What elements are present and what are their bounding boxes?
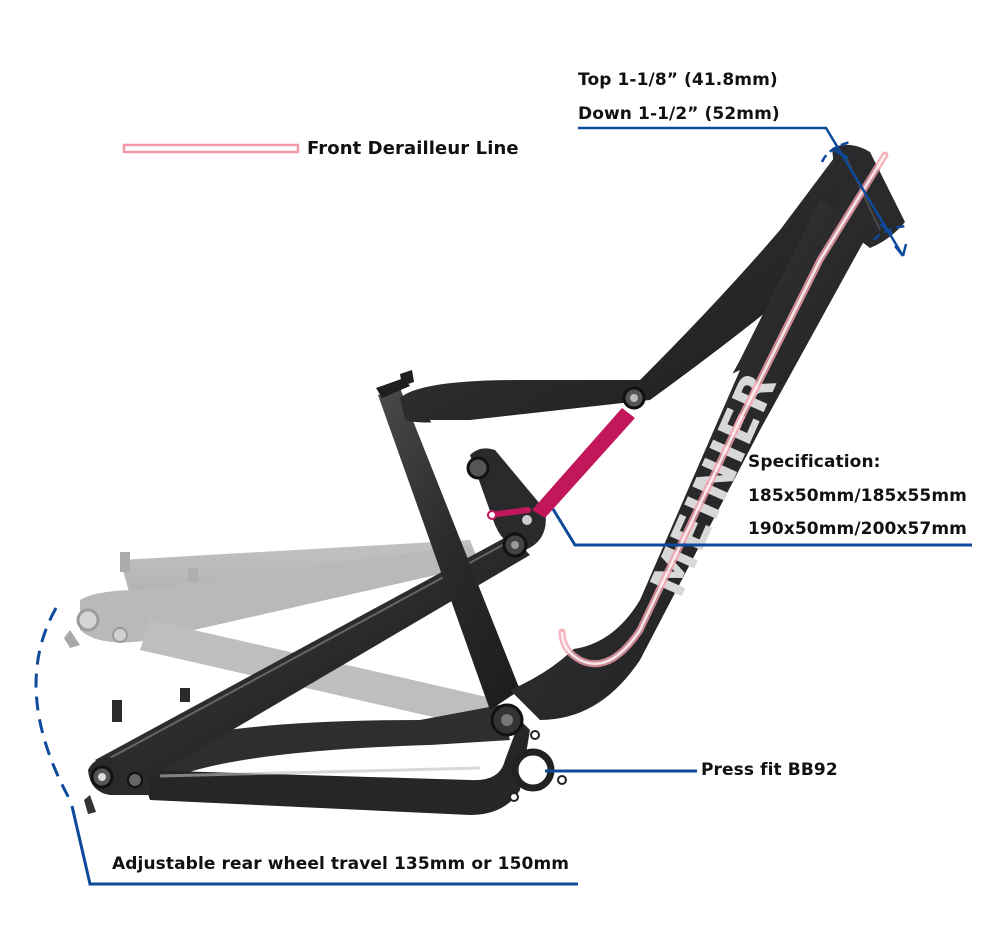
headtube-callout-line (578, 126, 908, 257)
bottom-bracket-label: Press fit BB92 (701, 760, 838, 780)
headtube-spec-down: Down 1-1/2” (52mm) (578, 104, 780, 124)
shock-callout-line (551, 508, 972, 547)
rocker-link (466, 386, 646, 558)
rear-travel-arc (34, 607, 578, 886)
shock-spec-line1: 185x50mm/185x55mm (748, 486, 967, 506)
derailleur-legend-swatch (122, 143, 300, 154)
rear-dropout (84, 757, 150, 814)
shock-spec-line2: 190x50mm/200x57mm (748, 519, 967, 539)
rear-shock (487, 408, 635, 520)
headtube-spec-top: Top 1-1/8” (41.8mm) (578, 70, 778, 90)
bottom-bracket (490, 703, 567, 802)
front-triangle-opening (540, 370, 740, 650)
front-derailleur-line (558, 151, 889, 668)
rear-travel-label: Adjustable rear wheel travel 135mm or 15… (112, 854, 570, 874)
chainstay (100, 705, 530, 815)
front-derailleur-legend-label: Front Derailleur Line (307, 138, 519, 159)
ghost-rear-triangle (64, 540, 500, 730)
shock-spec-title: Specification: (748, 452, 881, 472)
seat-tube (376, 370, 520, 710)
